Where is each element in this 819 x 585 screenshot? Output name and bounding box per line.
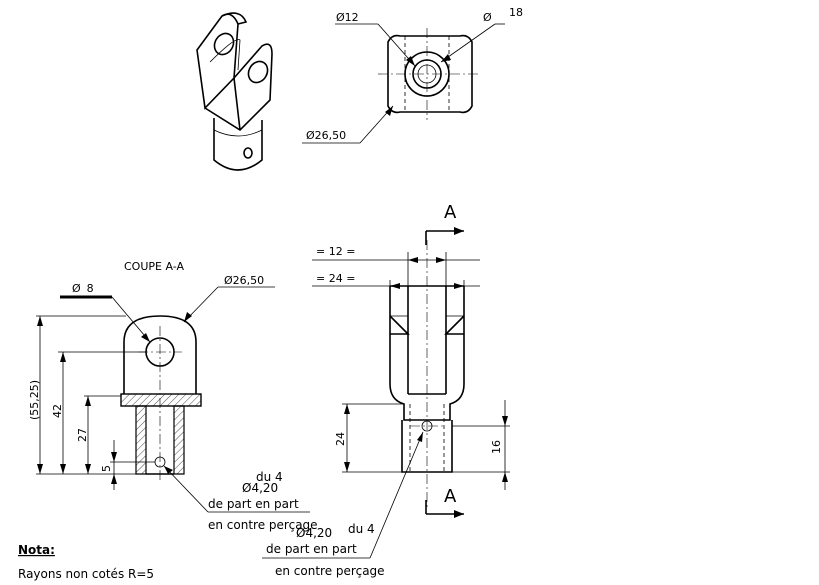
front-hole-note-4: en contre perçage [275, 564, 385, 578]
top-bore-diameter: 12 [345, 11, 359, 24]
nota-title: Nota: [18, 543, 55, 557]
section-hole-note-3: de part en part [208, 497, 299, 511]
section-shank-height: 27 [76, 428, 89, 442]
diameter-symbol: Ø [336, 11, 345, 24]
section-hole-height: 5 [100, 465, 113, 472]
svg-text:Ø8: Ø8 [72, 282, 94, 295]
pin-diameter: 8 [87, 282, 94, 295]
nota-text: Rayons non cotés R=5 [18, 567, 154, 581]
nota-block: Nota: Rayons non cotés R=5 [18, 543, 154, 581]
top-body-diameter: 26,50 [315, 129, 347, 142]
section-total-height: (55,25) [28, 380, 41, 420]
front-hole-note-1: du 4 [348, 522, 375, 536]
svg-text:Ø4,20: Ø4,20 [296, 526, 332, 540]
section-hole-note-1: du 4 [256, 470, 283, 484]
front-view: A A = 12 = [262, 202, 510, 578]
section-hole-note-2: 4,20 [251, 481, 278, 495]
isometric-view [196, 12, 273, 171]
section-title: COUPE A-A [124, 260, 184, 273]
front-body-width: = 24 = [316, 272, 355, 285]
top-view: Ø12 Ø 18 Ø26,50 [302, 6, 523, 144]
front-hole-height: 16 [490, 440, 503, 454]
section-mark-top: A [444, 202, 457, 223]
section-hole-note-4: en contre perçage [208, 518, 318, 532]
svg-text:Ø12: Ø12 [336, 11, 359, 24]
section-axis-height: 42 [51, 404, 64, 418]
front-hole-note-2: 4,20 [305, 526, 332, 540]
front-slot-width: = 12 = [316, 245, 355, 258]
svg-text:Ø4,20: Ø4,20 [242, 481, 278, 495]
front-hole-note-3: de part en part [266, 542, 357, 556]
top-outer-diameter: 18 [509, 6, 523, 19]
svg-text:Ø26,50: Ø26,50 [224, 274, 264, 287]
head-diameter: 26,50 [233, 274, 265, 287]
svg-text:Ø26,50: Ø26,50 [306, 129, 346, 142]
section-mark-bottom: A [444, 486, 457, 507]
diameter-symbol: Ø [483, 11, 492, 24]
front-shank-height: 24 [334, 432, 347, 446]
